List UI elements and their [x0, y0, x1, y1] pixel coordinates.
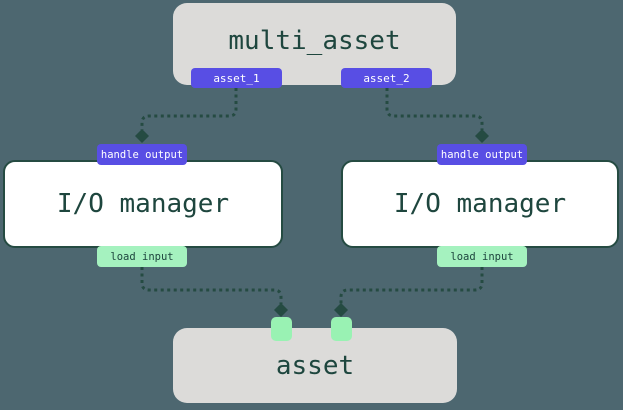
handle-output-tag-right-label: handle output — [440, 148, 524, 161]
output-tag-asset-2-label: asset_2 — [363, 71, 410, 85]
edge-asset2-to-right-io — [385, 88, 484, 130]
handle-output-tag-left: handle output — [97, 144, 187, 165]
edge-asset1-to-left-io — [140, 88, 238, 130]
asset-node[interactable]: asset — [173, 328, 457, 403]
arrowhead-diamond-icon — [274, 303, 288, 317]
arrowhead-diamond-icon — [135, 129, 149, 143]
load-input-tag-left-label: load input — [110, 250, 174, 263]
load-input-tag-right-label: load input — [450, 250, 514, 263]
arrowhead-diamond-icon — [475, 129, 489, 143]
arrowhead-diamond-icon — [334, 303, 348, 317]
output-tag-asset-2: asset_2 — [341, 68, 432, 88]
io-manager-node-left[interactable]: I/O manager — [3, 160, 283, 248]
handle-output-tag-right: handle output — [437, 144, 527, 165]
asset-label: asset — [275, 350, 355, 381]
load-input-tag-right: load input — [437, 246, 527, 267]
output-tag-asset-1-label: asset_1 — [213, 71, 260, 85]
edge-left-io-to-asset-port — [140, 267, 283, 304]
io-manager-left-label: I/O manager — [56, 189, 230, 219]
load-input-tag-left: load input — [97, 246, 187, 267]
asset-input-port-right — [331, 317, 352, 341]
asset-input-port-left — [271, 317, 292, 341]
multi-asset-label: multi_asset — [228, 26, 401, 56]
io-manager-right-label: I/O manager — [393, 189, 567, 219]
handle-output-tag-left-label: handle output — [100, 148, 184, 161]
io-manager-node-right[interactable]: I/O manager — [341, 160, 619, 248]
edge-right-io-to-asset-port — [339, 267, 484, 304]
output-tag-asset-1: asset_1 — [191, 68, 282, 88]
